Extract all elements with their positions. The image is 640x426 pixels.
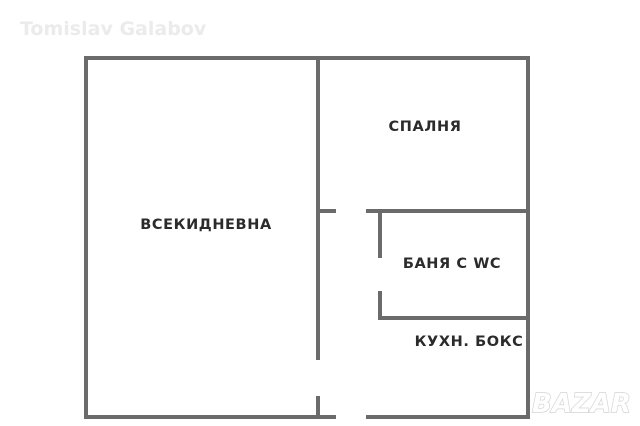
author-watermark: Tomislav Galabov	[20, 18, 207, 40]
interior-walls	[316, 56, 530, 419]
room-label-bathroom: БАНЯ С WC	[403, 256, 501, 272]
room-label-bedroom: СПАЛНЯ	[389, 119, 462, 135]
bazar-logo: BAZAR	[532, 389, 631, 419]
outer-walls	[84, 56, 530, 419]
room-label-living-room: ВСЕКИДНЕВНА	[140, 217, 272, 233]
room-label-kitchen: КУХН. БОКС	[415, 334, 524, 350]
